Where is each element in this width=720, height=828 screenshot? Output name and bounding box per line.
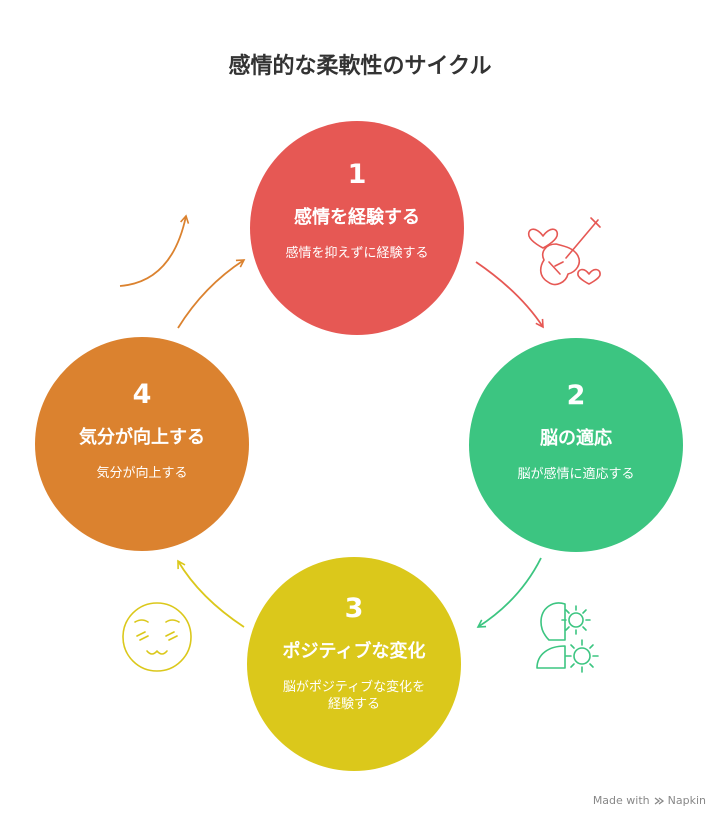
rising-arrow (119, 214, 190, 287)
step-1-number: 1 (347, 159, 367, 190)
step-4-number: 4 (132, 379, 152, 410)
napkin-logo-icon (654, 796, 664, 805)
step-4-title: 気分が向上する (79, 427, 205, 448)
step-1-title: 感情を経験する (294, 207, 420, 228)
arrow-1-to-2 (475, 261, 544, 329)
arrow-4-to-1 (177, 259, 246, 329)
step-4-circle: 4 気分が向上する 気分が向上する (35, 337, 249, 551)
step-1-desc: 感情を抑えずに経験する (285, 245, 429, 261)
page-title: 感情的な柔軟性のサイクル (228, 54, 492, 79)
step-2-desc: 脳が感情に適応する (517, 466, 635, 482)
arrow-2-to-3 (476, 557, 542, 628)
step-1-circle: 1 感情を経験する 感情を抑えずに経験する (250, 121, 464, 335)
napkin-brand: Napkin (667, 794, 706, 807)
step-3-title: ポジティブな変化 (282, 641, 426, 662)
arrow-3-to-4 (177, 559, 245, 628)
step-2-circle: 2 脳の適応 脳が感情に適応する (469, 338, 683, 552)
smiling-face-icon (122, 602, 192, 672)
heart-violin-icon (527, 217, 601, 286)
step-3-number: 3 (344, 593, 364, 624)
step-3-circle: 3 ポジティブな変化 脳がポジティブな変化を経験する (247, 557, 461, 771)
step-2-number: 2 (566, 380, 586, 411)
made-with-label: Made with (592, 794, 650, 807)
step-3-desc: 脳がポジティブな変化を経験する (282, 679, 426, 713)
step-2-title: 脳の適応 (540, 428, 612, 449)
brain-gears-icon (536, 602, 599, 673)
step-4-desc: 気分が向上する (96, 465, 188, 481)
made-with-napkin[interactable]: Made with Napkin (593, 794, 706, 807)
